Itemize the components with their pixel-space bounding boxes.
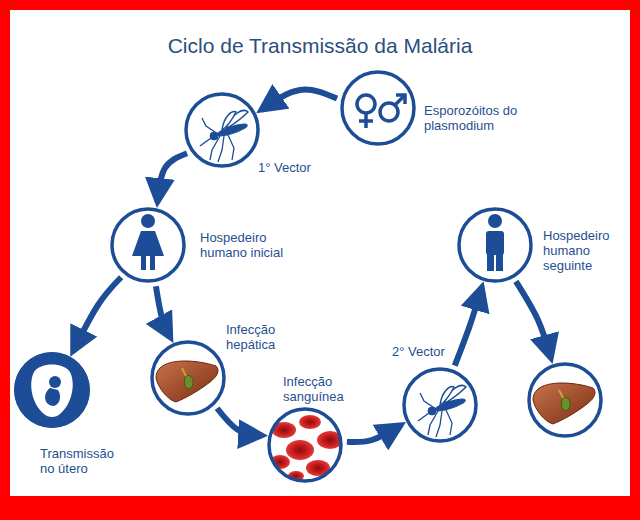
gender-symbols (357, 95, 405, 128)
circle-outline (402, 367, 478, 443)
circle-border (112, 209, 184, 281)
node-label: Hospedeiro humano seguinte (543, 228, 628, 273)
circle-border (269, 409, 341, 481)
cycle-arrow (157, 153, 187, 202)
womb-icon (14, 352, 90, 428)
cycle-arrow (156, 286, 171, 337)
circle-node: Transmissão no útero (14, 352, 90, 428)
circle-border (152, 342, 224, 414)
circle-border (529, 364, 601, 436)
cycle-arrow (455, 287, 482, 366)
cycle-arrow (516, 281, 551, 358)
circle-border (404, 369, 476, 441)
circle-outline (150, 340, 226, 416)
circle-node: Infecção hepática (150, 340, 226, 416)
circle-node: Hospedeiro humano inicial (110, 207, 186, 283)
female-figure (132, 214, 164, 270)
circle-node: 2° Vector (402, 367, 478, 443)
circle-node: Hospedeiro humano seguinte (457, 207, 533, 283)
male-figure (486, 214, 504, 271)
circle-node: Esporozóitos do plasmodium (340, 70, 416, 146)
cycle-arrow (347, 425, 401, 442)
circle-border (342, 72, 414, 144)
circle-outline (267, 407, 343, 483)
node-label: Transmissão no útero (40, 446, 130, 476)
circle-node: Infecção sanguínea (267, 407, 343, 483)
node-label: 1° Vector (258, 160, 338, 175)
cycle-arrow (73, 277, 121, 351)
circle-outline (457, 207, 533, 283)
node-label: Infecção hepática (226, 322, 296, 352)
node-label: Infecção sanguínea (283, 374, 358, 404)
circle-node (527, 362, 603, 438)
circle-outline (340, 70, 416, 146)
circle-outline (184, 92, 260, 168)
circle-outline (527, 362, 603, 438)
circle-border (16, 354, 88, 426)
circle-border (459, 209, 531, 281)
cycle-arrow (261, 90, 337, 110)
node-label: 2° Vector (392, 344, 467, 359)
node-label: Hospedeiro humano inicial (200, 230, 285, 260)
node-label: Esporozóitos do plasmodium (424, 103, 534, 133)
circle-outline (14, 352, 90, 428)
cycle-arrow (217, 408, 262, 435)
circle-node: 1° Vector (184, 92, 260, 168)
blood-cells (268, 408, 348, 482)
circle-border (186, 94, 258, 166)
circle-outline (110, 207, 186, 283)
diagram-title: Ciclo de Transmissão da Malária (0, 34, 640, 58)
